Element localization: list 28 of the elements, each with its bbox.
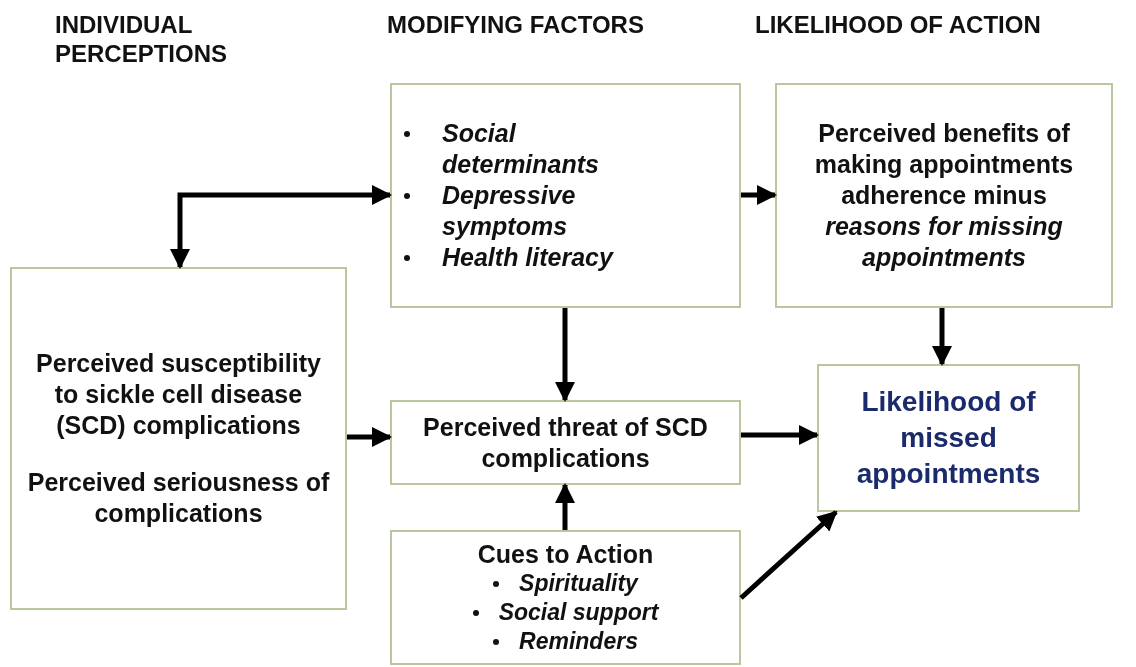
text-box xyxy=(390,83,741,308)
arrow xyxy=(555,308,575,402)
box-text: Likelihood of missed appointments xyxy=(855,385,1042,491)
list-item-text: Health literacy xyxy=(442,242,613,273)
arrow xyxy=(741,425,819,445)
arrow xyxy=(347,427,392,447)
text-box xyxy=(775,83,1113,308)
list-item-text: Social support xyxy=(498,598,659,627)
text-box xyxy=(390,530,741,665)
arrow xyxy=(555,483,575,530)
arrow xyxy=(932,308,952,366)
box-text: Perceived seriousness of complications xyxy=(26,467,331,529)
arrow xyxy=(741,185,777,205)
box-text: Perceived benefits of making appointments adherence minus reasons for missing appointments xyxy=(813,118,1075,273)
box-text: Perceived threat of SCD complications xyxy=(422,411,709,474)
arrow xyxy=(170,185,392,269)
list-item-text: Spirituality xyxy=(519,569,638,598)
text-box xyxy=(10,267,347,610)
list-item-text: Social determinants xyxy=(442,118,600,180)
text-box xyxy=(817,364,1080,512)
list-item-text: Depressive symptoms xyxy=(442,180,577,242)
text-box xyxy=(390,400,741,485)
box-heading: Cues to Action xyxy=(477,539,654,569)
box-text: Perceived susceptibility to sickle cell disease (SCD) complications xyxy=(35,348,322,441)
column-heading: LIKELIHOOD OF ACTION xyxy=(755,10,1042,39)
column-heading: INDIVIDUAL PERCEPTIONS xyxy=(55,10,229,68)
list-item-text: Reminders xyxy=(519,627,638,656)
column-heading: MODIFYING FACTORS xyxy=(387,10,645,39)
